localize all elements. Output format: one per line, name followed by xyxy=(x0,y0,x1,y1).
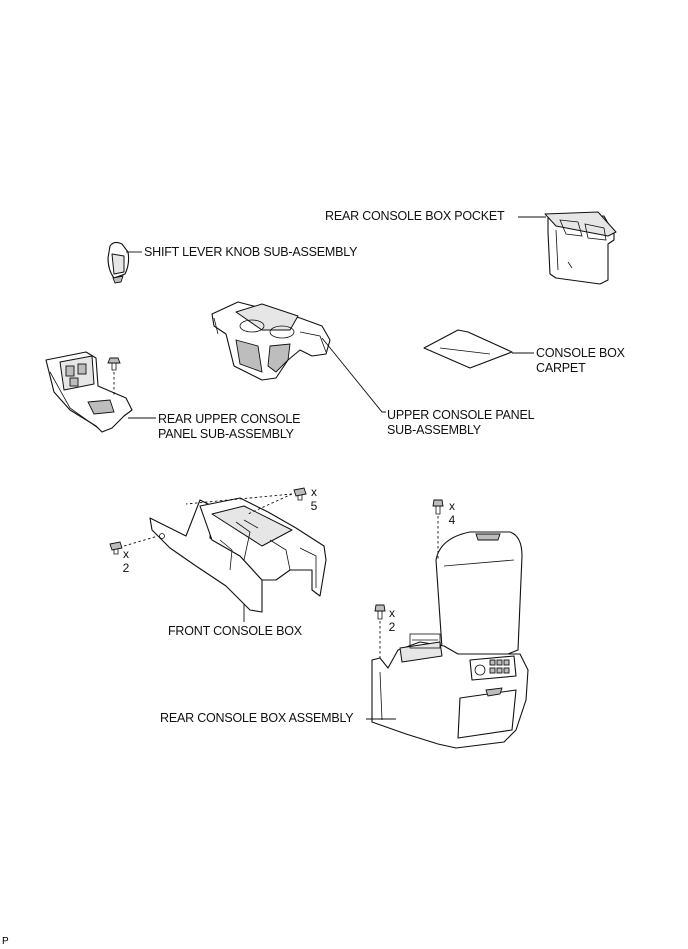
corner-mark: P xyxy=(2,936,9,947)
label-console-box-carpet-line1: CONSOLE BOX xyxy=(536,346,625,360)
rear-console-box-pocket-drawing xyxy=(544,211,617,285)
qty-rear-side-x: x xyxy=(389,606,395,620)
console-box-carpet-drawing xyxy=(423,329,513,369)
label-rear-console-box-pocket: REAR CONSOLE BOX POCKET xyxy=(325,209,505,223)
shift-lever-knob-drawing xyxy=(107,241,130,284)
label-upper-console-panel-line2: SUB-ASSEMBLY xyxy=(387,423,481,437)
qty-rear-top-x: x xyxy=(449,499,455,513)
front-upper-clip xyxy=(185,487,307,515)
rear-upper-console-fastener xyxy=(107,357,121,396)
label-shift-lever-knob: SHIFT LEVER KNOB SUB-ASSEMBLY xyxy=(144,245,358,259)
label-rear-upper-console-panel: REAR UPPER CONSOLE PANEL SUB-ASSEMBLY xyxy=(158,412,300,442)
qty-front-side-x: x xyxy=(123,547,129,561)
label-upper-console-panel: UPPER CONSOLE PANEL SUB-ASSEMBLY xyxy=(387,408,535,438)
label-front-console-box: FRONT CONSOLE BOX xyxy=(168,624,302,638)
label-console-box-carpet-line2: CARPET xyxy=(536,361,586,375)
qty-rear-side-n: 2 xyxy=(388,620,396,634)
label-console-box-carpet: CONSOLE BOX CARPET xyxy=(536,346,625,376)
front-console-box-drawing xyxy=(149,497,327,613)
leader-lines xyxy=(126,216,546,720)
rear-side-bolt xyxy=(374,604,386,660)
qty-front-upper-x: x xyxy=(311,485,317,499)
rear-console-box-assembly-drawing xyxy=(371,531,529,749)
qty-front-upper-n: 5 xyxy=(310,499,318,513)
label-rear-upper-console-line2: PANEL SUB-ASSEMBLY xyxy=(158,427,294,441)
label-upper-console-panel-line1: UPPER CONSOLE PANEL xyxy=(387,408,535,422)
label-rear-upper-console-line1: REAR UPPER CONSOLE xyxy=(158,412,301,426)
upper-console-panel-drawing xyxy=(211,301,331,381)
label-rear-console-box-assembly: REAR CONSOLE BOX ASSEMBLY xyxy=(160,711,354,725)
qty-front-side-n: 2 xyxy=(122,561,130,575)
qty-rear-top-n: 4 xyxy=(448,513,456,527)
rear-upper-console-panel-drawing xyxy=(45,351,133,433)
rear-top-bolt xyxy=(432,499,444,560)
front-side-clip xyxy=(109,535,159,555)
